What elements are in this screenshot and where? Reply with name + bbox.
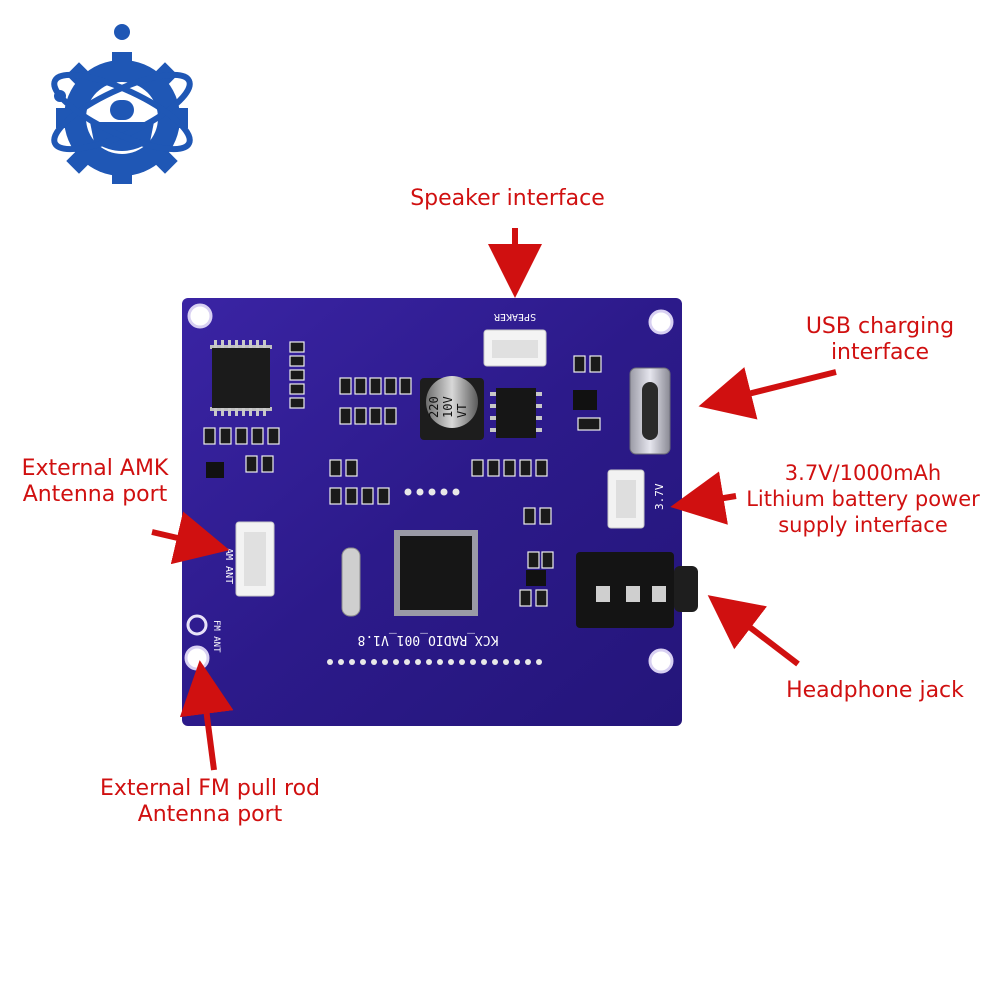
headphone-arrow	[707, 595, 800, 667]
fm-label-line-2: Antenna port	[137, 802, 283, 827]
capacitor-marking-value: 220	[427, 396, 441, 418]
speaker-interface-label: Speaker interface	[410, 186, 605, 211]
am-silkscreen: AM ANT	[223, 548, 234, 584]
headphone-jack-label: Headphone jack	[786, 678, 964, 703]
crystal-oscillator	[341, 547, 361, 617]
fm-antenna-label: External FM pull rod Antenna port	[85, 776, 335, 828]
battery-label-line-3: supply interface	[778, 513, 948, 537]
headphone-jack	[576, 552, 698, 628]
battery-label-line-1: 3.7V/1000mAh	[784, 461, 942, 485]
amk-label-line-1: External AMK	[21, 456, 169, 481]
battery-interface-label: 3.7V/1000mAh Lithium battery power suppl…	[732, 460, 994, 538]
pin-header-row	[327, 659, 542, 665]
usb-arrow	[698, 367, 837, 420]
usb-label-line-1: USB charging	[805, 314, 955, 339]
test-pad-row	[404, 488, 460, 496]
atom-gear-logo	[51, 24, 193, 184]
electrolytic-capacitor: 220 10V VT	[420, 376, 484, 440]
battery-connector: 3.7V	[607, 469, 666, 529]
amk-arrow	[151, 511, 230, 565]
fm-label-line-1: External FM pull rod	[99, 776, 320, 801]
capacitor-marking-voltage: 10V	[441, 396, 455, 418]
usb-c-port	[629, 367, 671, 455]
soic-chip	[490, 388, 542, 438]
main-radio-chip	[394, 530, 478, 616]
amk-label-line-2: Antenna port	[22, 482, 168, 507]
capacitor-marking-series: VT	[455, 404, 469, 418]
am-antenna-connector: AM ANT	[223, 521, 275, 597]
usb-label-line-2: interface	[830, 340, 930, 365]
board-version-silkscreen: KCX_RADIO_001_V1.8	[358, 632, 499, 647]
amplifier-ic-chip	[210, 340, 272, 416]
battery-arrow	[670, 471, 737, 525]
battery-label-line-2: Lithium battery power	[746, 487, 980, 511]
speaker-silkscreen: SPEAKER	[493, 311, 536, 322]
speaker-connector: SPEAKER	[483, 311, 547, 367]
battery-silkscreen: 3.7V	[653, 483, 666, 510]
fm-silkscreen: FM ANT	[211, 620, 221, 653]
usb-charging-label: USB charging interface	[790, 314, 970, 366]
amk-antenna-label: External AMK Antenna port	[10, 456, 180, 508]
smd-component-arrays	[203, 341, 602, 607]
fm-arrow	[179, 660, 234, 771]
